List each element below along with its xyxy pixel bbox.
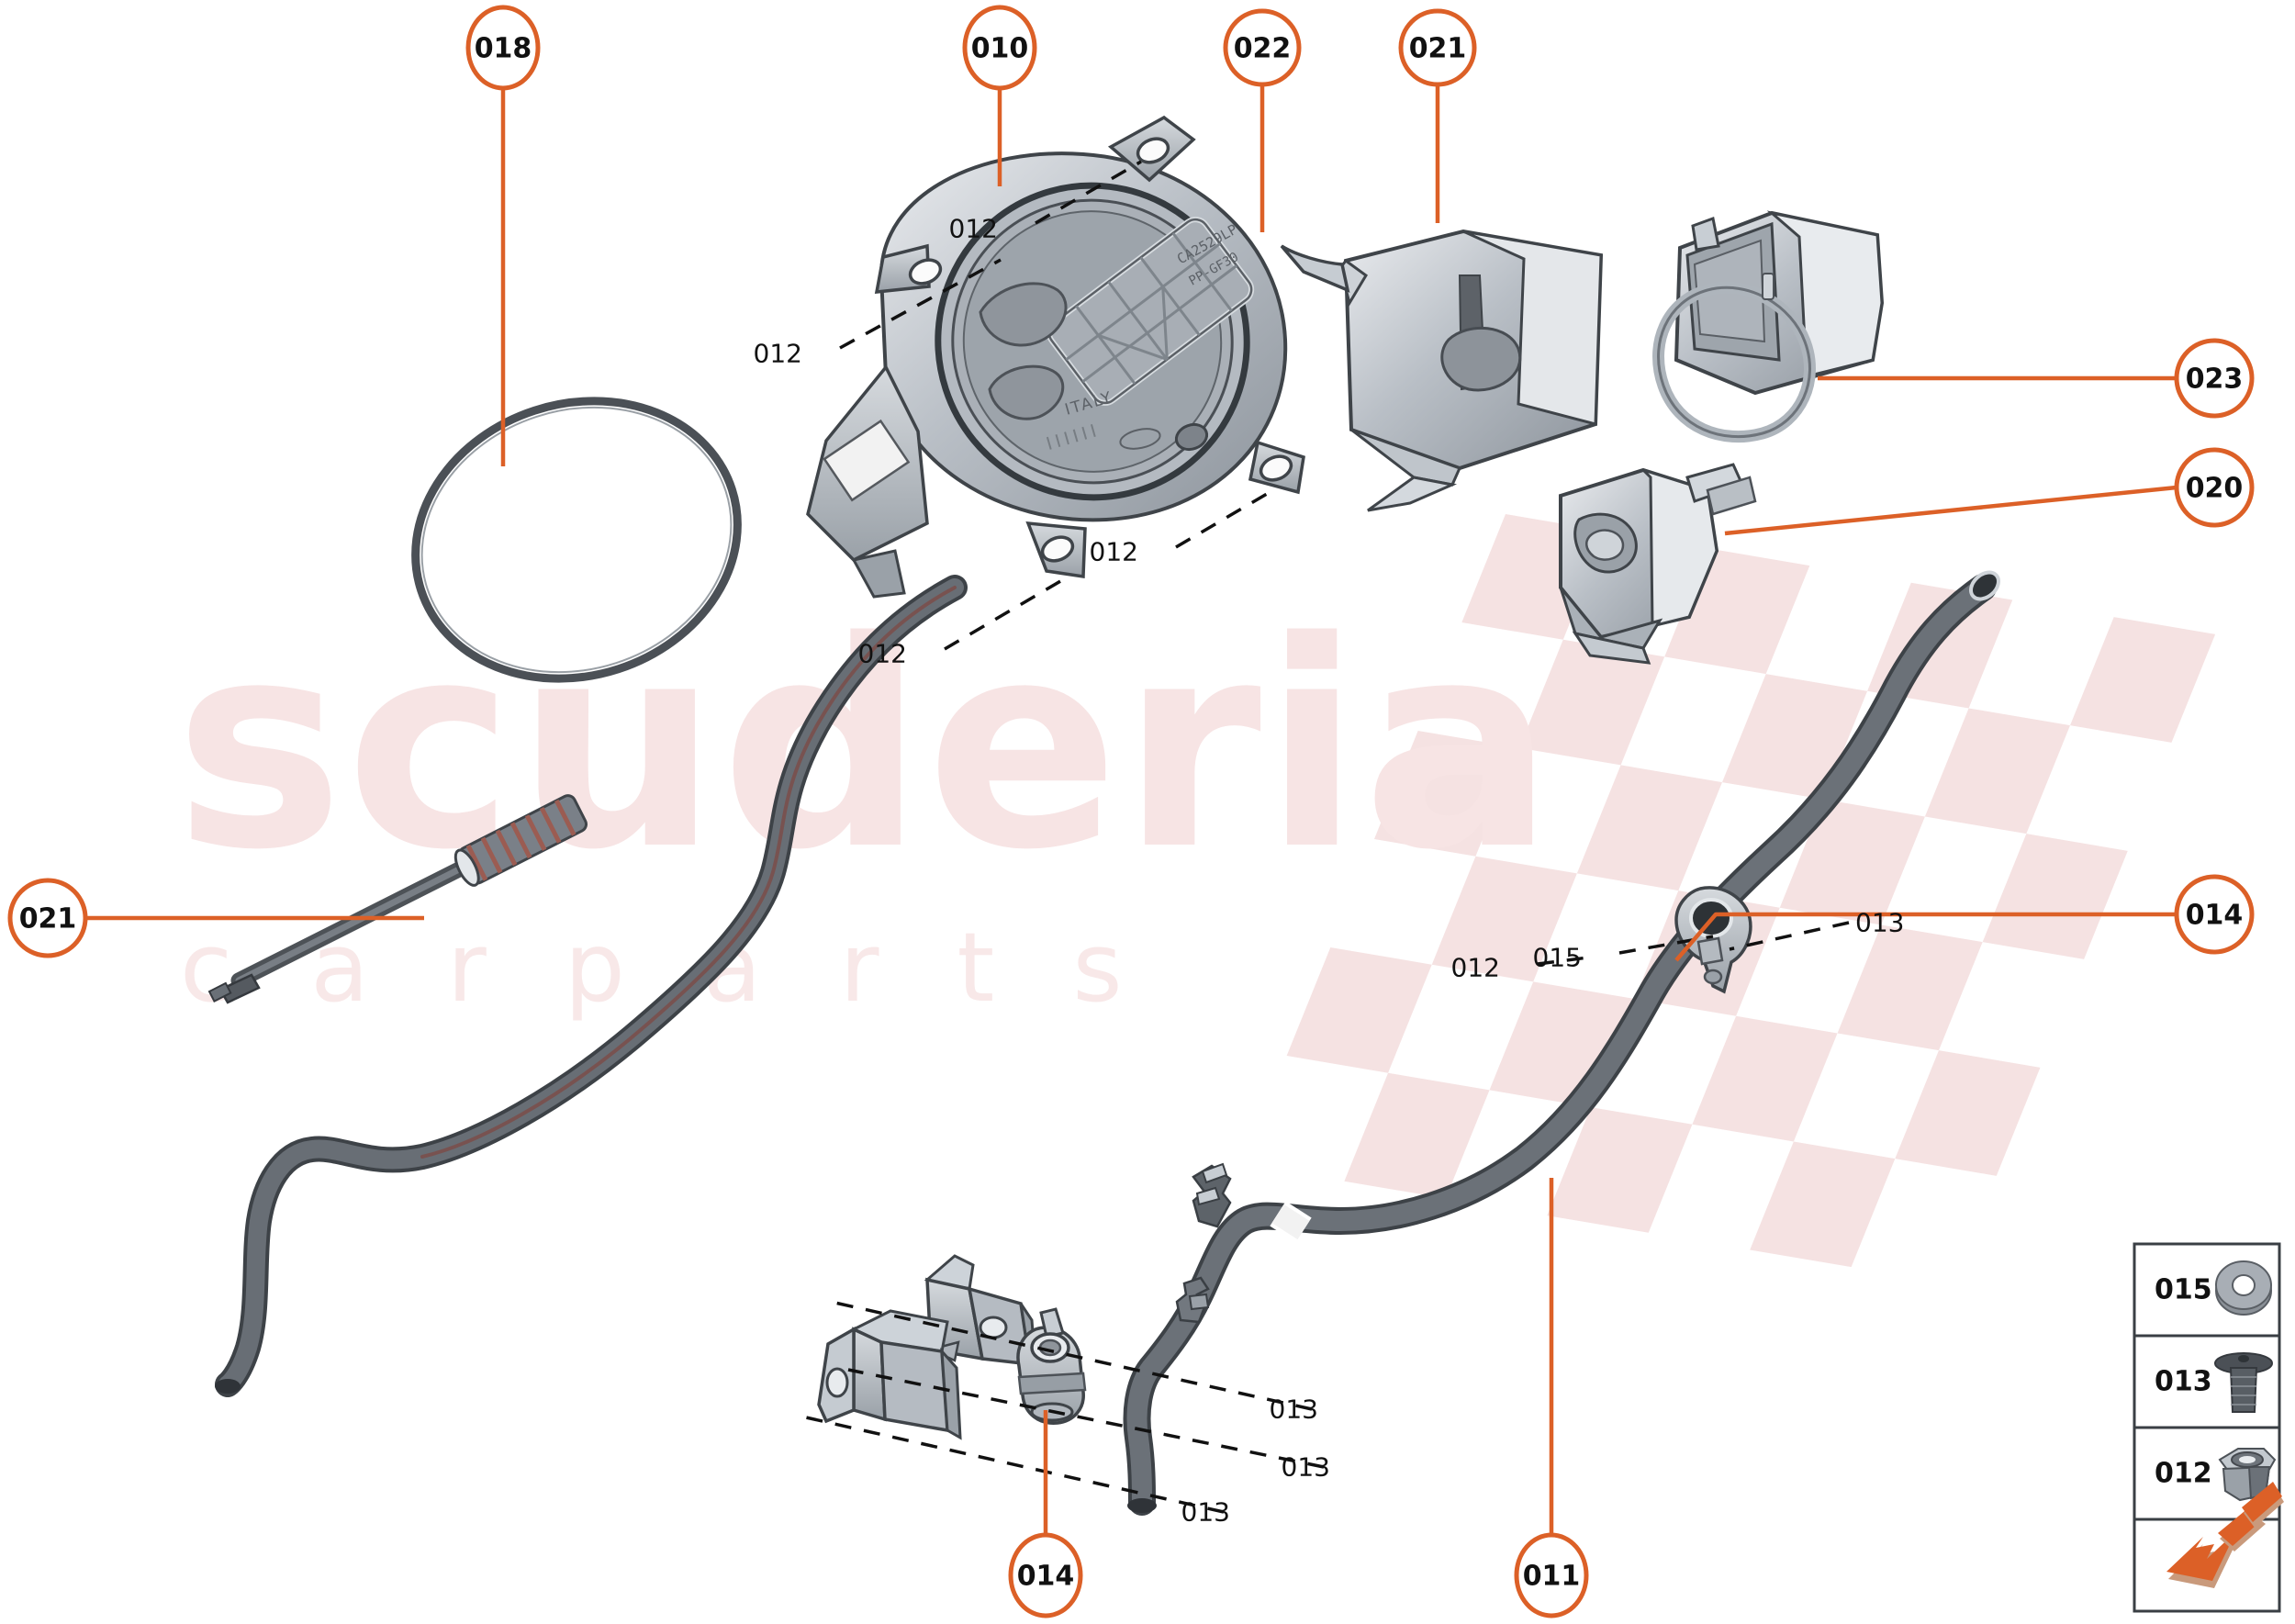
legend-code-012: 012	[2155, 1458, 2212, 1490]
callout-014[interactable]: 014	[2174, 874, 2255, 955]
callout-number: 011	[1523, 1561, 1581, 1593]
callout-018[interactable]: 018	[465, 5, 541, 91]
callout-bubble[interactable]	[7, 878, 88, 958]
reference-label: 013	[1270, 1394, 1318, 1425]
callout-bubble[interactable]	[2174, 338, 2255, 419]
part-left-ventilation-hose	[215, 575, 968, 1397]
bolt-icon	[2214, 1352, 2273, 1413]
reference-dash-line	[1729, 921, 1850, 951]
reference-label: 013	[1855, 908, 1904, 938]
callout-022[interactable]: 022	[1223, 8, 1302, 87]
reference-label: 013	[1181, 1497, 1230, 1528]
callout-number: 010	[971, 33, 1029, 65]
legend-code-015: 015	[2155, 1274, 2212, 1306]
callout-014[interactable]: 014	[1008, 1532, 1083, 1618]
part-013-bracket-upper	[924, 1254, 1037, 1371]
callout-number: 021	[19, 903, 77, 935]
part-hose-retainer-clip-b	[1175, 1276, 1210, 1324]
reference-label: 012	[1090, 537, 1138, 567]
reference-dash-line	[1537, 956, 1589, 966]
callout-010[interactable]: 010	[962, 5, 1037, 91]
hardware-legend: 015 013 012	[2133, 1242, 2284, 1613]
reference-label: 012	[949, 214, 998, 244]
callout-number: 023	[2186, 364, 2244, 396]
callout-number: 021	[1409, 33, 1467, 65]
part-022-flap-trim-panel	[1280, 229, 1604, 512]
part-010-filler-housing: CA2529LP PP-GF30 ITALY	[806, 115, 1305, 599]
watermark-brand-text: scuderia	[174, 581, 1556, 913]
part-014-hose-clip-bottom	[1016, 1307, 1087, 1425]
reference-dash-line	[839, 258, 1002, 350]
reference-leader-lines	[805, 160, 1850, 1514]
callout-bubble[interactable]	[465, 5, 541, 91]
reference-dash-line	[830, 1300, 1313, 1411]
callout-number: 014	[1017, 1561, 1075, 1593]
callout-leader-line	[1724, 485, 2177, 536]
part-021-release-actuator	[1652, 210, 1885, 443]
callout-bubble[interactable]	[1223, 8, 1302, 87]
callout-number: 014	[2186, 900, 2244, 932]
washer-icon	[2215, 1260, 2272, 1316]
part-hose-retainer-clip-a	[1192, 1162, 1232, 1228]
callout-bubble[interactable]	[1398, 8, 1477, 87]
callout-number: 018	[475, 33, 532, 65]
part-011-ventilation-hose	[1123, 570, 2000, 1516]
reference-dash-line	[1035, 160, 1142, 225]
callout-023[interactable]: 023	[2174, 338, 2255, 419]
reference-dash-line	[944, 578, 1063, 651]
part-020-flap-lock-motor	[1559, 463, 1757, 665]
legend-code-013: 013	[2155, 1366, 2212, 1398]
callout-bubble[interactable]	[1008, 1532, 1083, 1618]
callout-number: 022	[1234, 33, 1292, 65]
reference-dash-line	[1618, 935, 1714, 955]
part-018-seal-ring	[411, 397, 742, 683]
part-023-release-bracket	[1652, 281, 1816, 443]
reference-label: 012	[858, 639, 907, 669]
reference-label: 015	[1533, 943, 1582, 973]
reference-label: 012	[1451, 953, 1500, 983]
callout-bubble[interactable]	[962, 5, 1037, 91]
reference-label: 012	[754, 339, 802, 369]
callout-leader-line	[1674, 912, 2177, 962]
callout-020[interactable]: 020	[2174, 447, 2255, 528]
callout-bubble[interactable]	[1514, 1532, 1589, 1618]
callout-021[interactable]: 021	[1398, 8, 1477, 87]
nut-icon	[2218, 1448, 2277, 1502]
reference-dash-line	[847, 1368, 1325, 1469]
checkered-flag-icon	[1286, 514, 2216, 1268]
reference-dash-line	[805, 1416, 1225, 1514]
callout-021[interactable]: 021	[7, 878, 88, 958]
reference-label: 013	[1282, 1452, 1330, 1483]
callout-bubble[interactable]	[2174, 447, 2255, 528]
callout-bubble[interactable]	[2174, 874, 2255, 955]
callout-011[interactable]: 011	[1514, 1532, 1589, 1618]
callout-number: 020	[2186, 473, 2244, 505]
orange-arrow-icon	[2166, 1482, 2284, 1588]
part-021-release-cable	[207, 794, 588, 1004]
